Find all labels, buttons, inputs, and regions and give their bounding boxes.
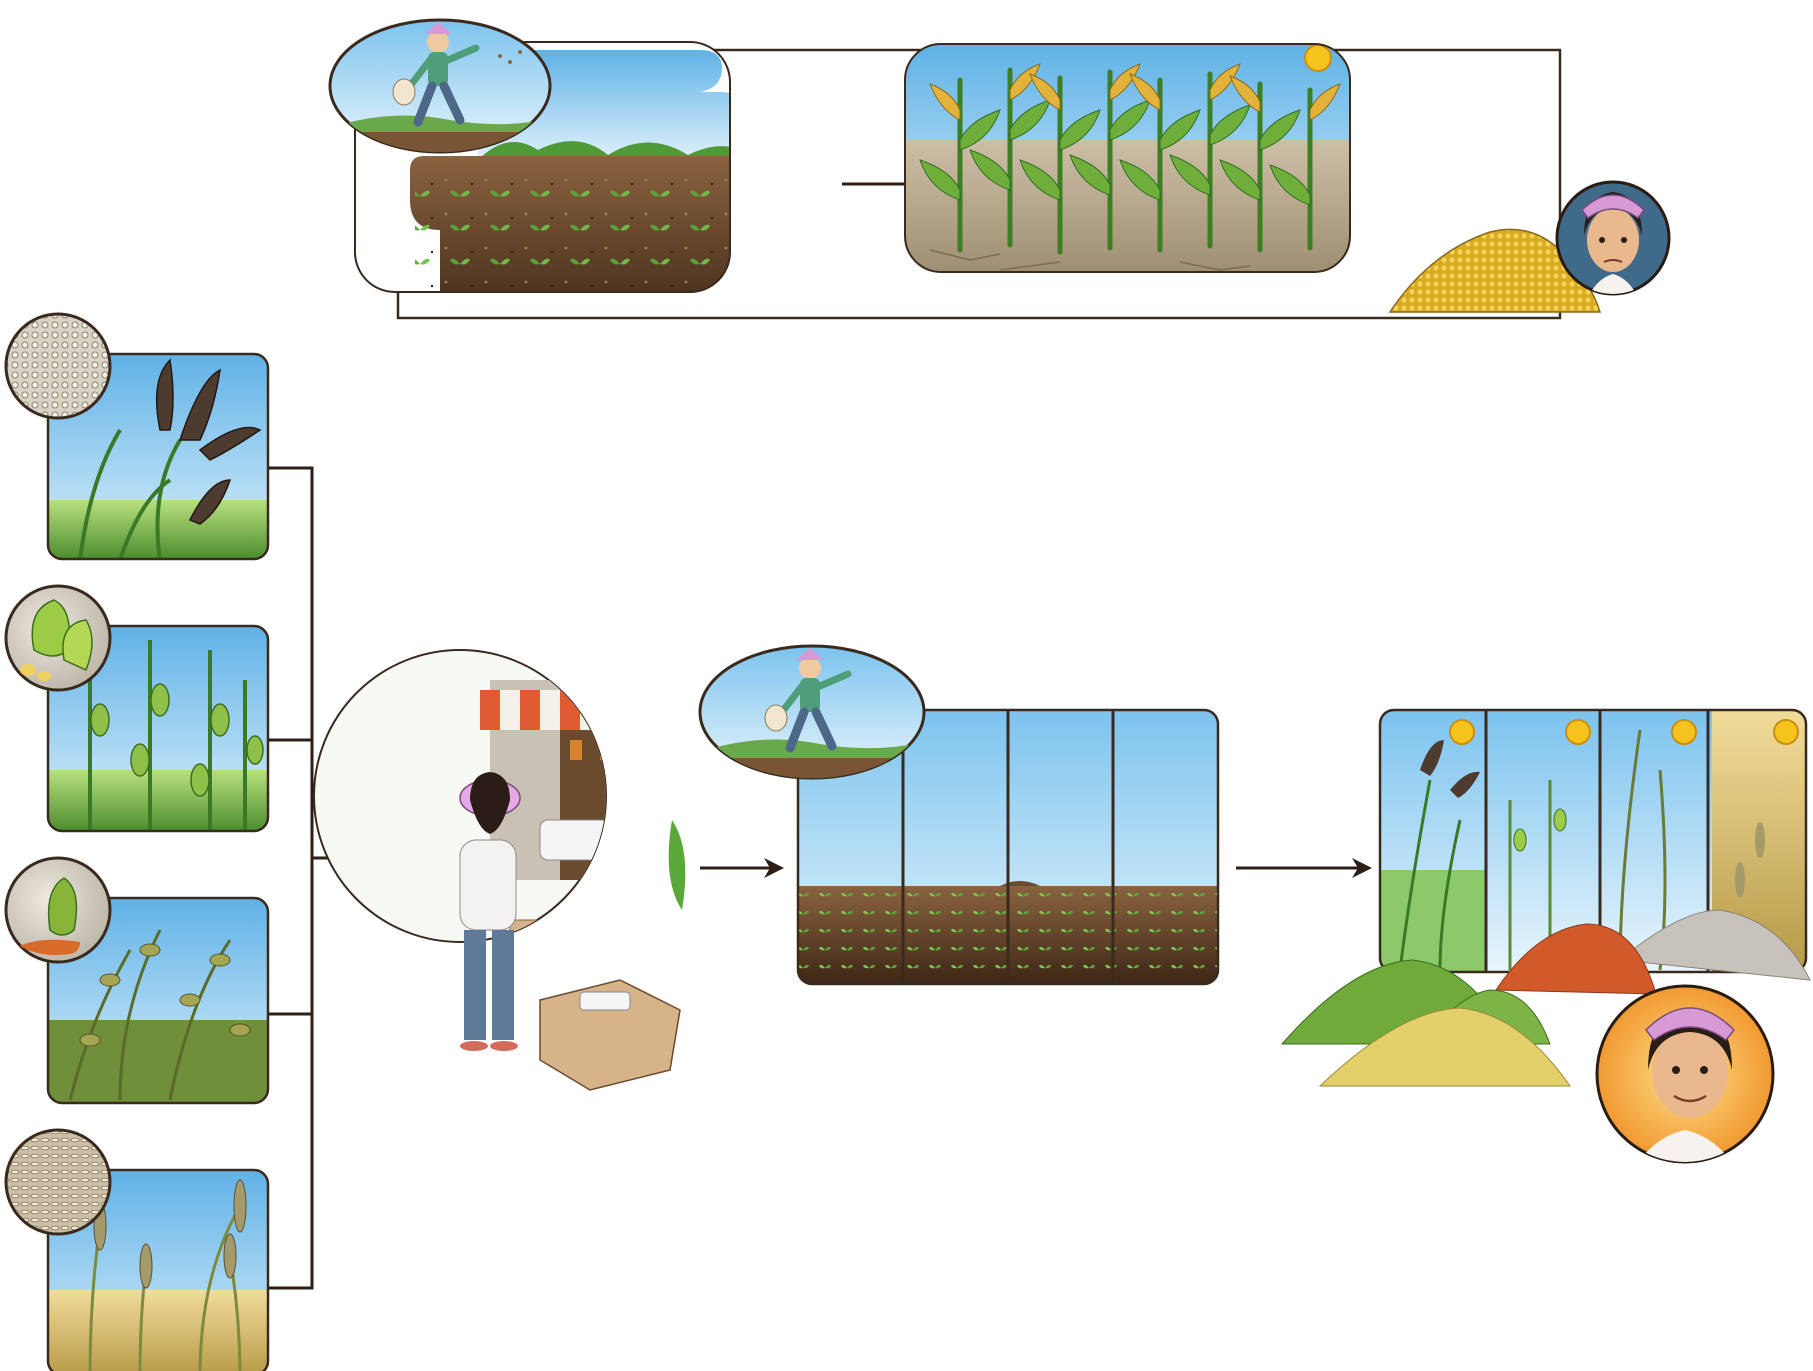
- happy-farmer-portrait: [1595, 984, 1775, 1164]
- pigeon-pea-panel: [4, 584, 270, 833]
- groundnut-panel: [4, 856, 270, 1105]
- seed-boxes: [539, 979, 681, 1091]
- worried-farmer-portrait: [1555, 180, 1671, 296]
- grain-piles: [1280, 909, 1811, 1087]
- varieties-bracket: [268, 466, 314, 1290]
- finger-millet-panel: [4, 312, 270, 561]
- seed-shop-scene: [313, 649, 686, 1091]
- multi-strip-sowing-scene: [796, 708, 1220, 986]
- arrow-to-harvest: [1236, 858, 1372, 878]
- arrow-to-sowing: [700, 858, 784, 878]
- maize-harvest-scene: [904, 43, 1351, 273]
- pearl-millet-panel: [4, 1128, 270, 1371]
- shop-customer-woman: [459, 772, 521, 1051]
